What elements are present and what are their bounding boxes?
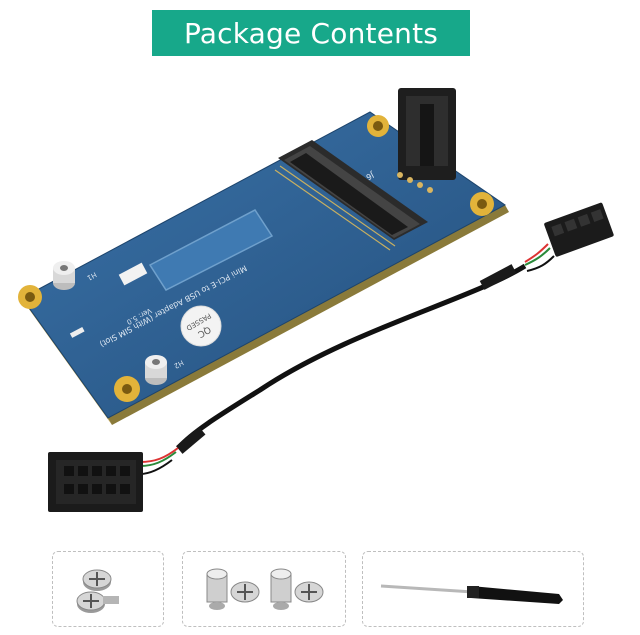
adapter-board: QC PASSED Mini PCI-E to USB Adapter (Wit… bbox=[18, 88, 509, 425]
mini-pcie-connector bbox=[278, 140, 428, 240]
screw-icon bbox=[76, 569, 119, 613]
mounting-hole bbox=[367, 115, 389, 137]
mounting-hole bbox=[470, 192, 494, 216]
sticker bbox=[118, 262, 148, 286]
silk-h1: H1 bbox=[85, 270, 97, 282]
accessory-box-screwdriver bbox=[362, 551, 584, 627]
qc-sticker: QC PASSED bbox=[180, 305, 222, 347]
accessory-box-screws bbox=[52, 551, 164, 627]
silk-slot: J6 bbox=[364, 170, 376, 182]
screwdriver-icon bbox=[380, 584, 563, 604]
cable-connector-bottom bbox=[48, 452, 143, 512]
mounting-hole bbox=[18, 285, 42, 309]
led bbox=[69, 326, 85, 338]
product-scene: QC PASSED Mini PCI-E to USB Adapter (Wit… bbox=[18, 88, 614, 512]
connector-pins bbox=[274, 165, 396, 251]
mounting-hole bbox=[114, 376, 140, 402]
standoff-h1 bbox=[53, 261, 75, 290]
banner-title: Package Contents bbox=[183, 16, 439, 50]
cable-connector-top bbox=[544, 202, 614, 257]
accessory-box-standoffs bbox=[182, 551, 346, 627]
standoff-h2 bbox=[145, 355, 167, 385]
header-connector bbox=[397, 88, 456, 193]
card-outline bbox=[148, 209, 274, 291]
standoff-icon bbox=[206, 568, 324, 610]
silk-h2: H2 bbox=[172, 358, 184, 370]
usb-header-cable bbox=[48, 202, 614, 512]
package-contents-banner: Package Contents bbox=[152, 10, 470, 56]
